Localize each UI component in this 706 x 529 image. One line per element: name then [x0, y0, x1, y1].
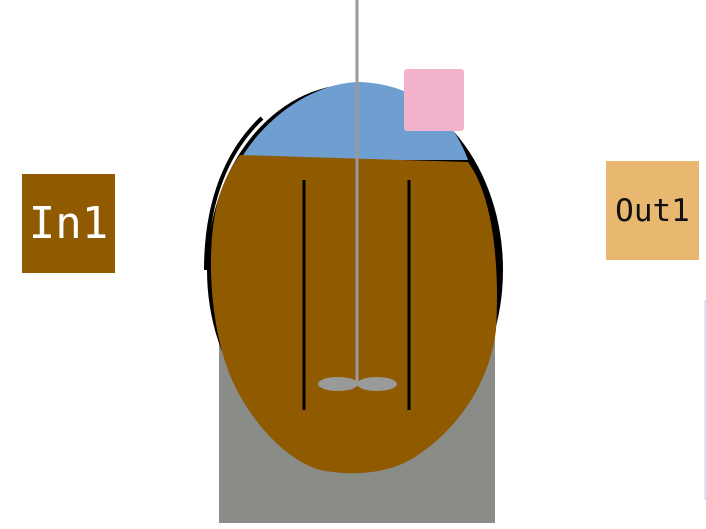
- sensor-icon[interactable]: [404, 69, 464, 131]
- right-edge-divider: [704, 300, 706, 500]
- inlet-port-label: In1: [28, 198, 109, 249]
- outlet-port-block[interactable]: Out1: [606, 161, 699, 260]
- outlet-port-label: Out1: [615, 192, 690, 229]
- vessel-outline-edge: [204, 116, 264, 271]
- impeller-blade-left: [318, 377, 358, 391]
- inlet-port-block[interactable]: In1: [22, 174, 115, 273]
- impeller-icon: [318, 377, 397, 391]
- liquid-volume: [210, 155, 497, 474]
- impeller-blade-right: [357, 377, 397, 391]
